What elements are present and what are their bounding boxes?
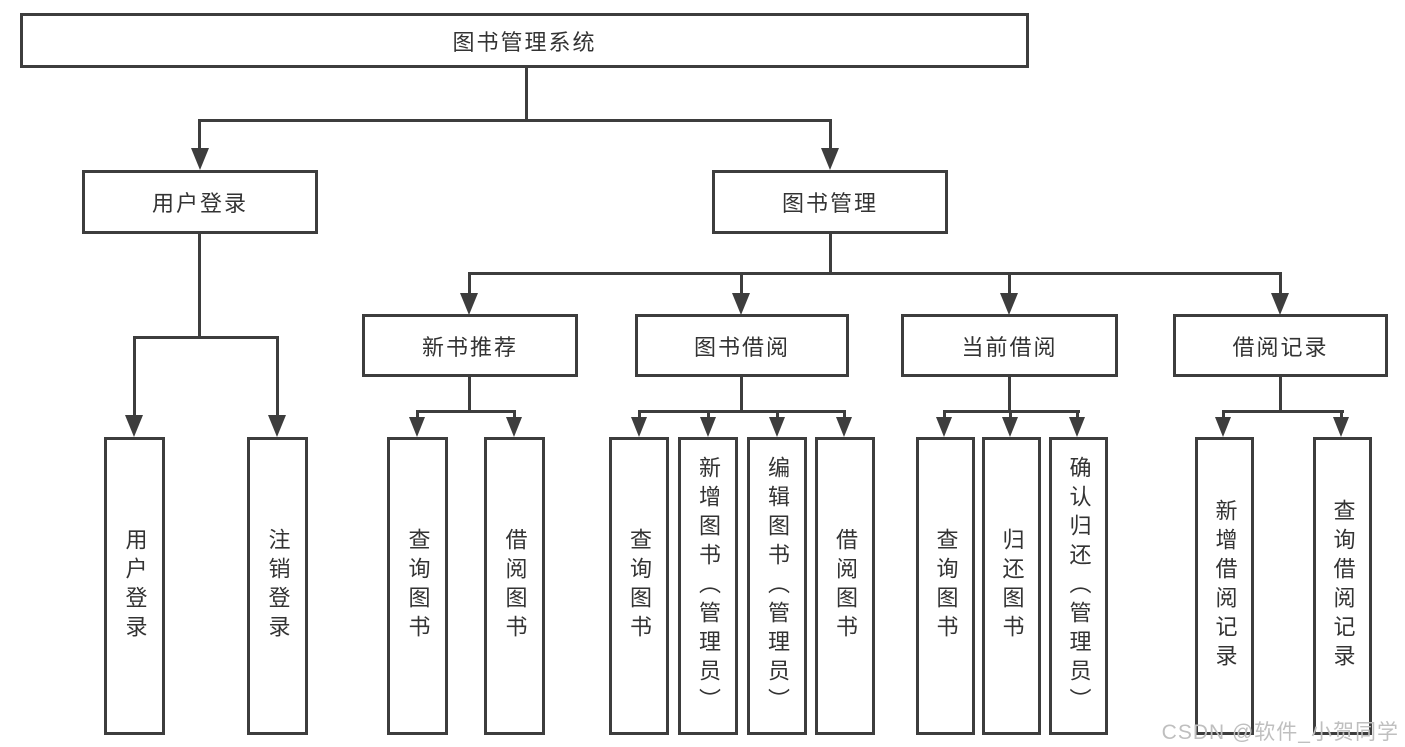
node-borrowing-records: 借阅记录 (1173, 314, 1388, 377)
connector-arrowhead (1002, 417, 1018, 437)
node-new-book-recommendation: 新书推荐 (362, 314, 578, 377)
connector-line (1009, 410, 1012, 420)
connector-line (638, 410, 846, 413)
node-label: 用户登录 (122, 528, 148, 644)
connector-arrowhead (268, 415, 286, 437)
csdn-watermark: CSDN @软件_小贺同学 (1161, 721, 1399, 744)
connector-arrowhead (936, 417, 952, 437)
connector-line (1222, 410, 1225, 420)
connector-line (133, 336, 279, 339)
connector-line (468, 376, 471, 412)
connector-line (416, 410, 516, 413)
connector-arrowhead (460, 293, 478, 315)
node-label: 注销登录 (265, 528, 291, 644)
node-book-management: 图书管理 (712, 170, 948, 234)
connector-line (1076, 410, 1079, 420)
connector-line (943, 410, 946, 420)
node-leaf-query-books-borrowing: 查询图书 (609, 437, 669, 735)
connector-line (513, 410, 516, 420)
connector-line (198, 119, 832, 122)
connector-line (638, 410, 641, 420)
connector-line (740, 376, 743, 412)
node-leaf-query-books-recommend: 查询图书 (387, 437, 448, 735)
connector-line (468, 272, 1282, 275)
connector-arrowhead (821, 148, 839, 170)
connector-line (740, 272, 743, 295)
connector-line (1279, 376, 1282, 412)
connector-arrowhead (732, 293, 750, 315)
connector-line (1279, 272, 1282, 295)
connector-line (1008, 376, 1011, 412)
connector-arrowhead (125, 415, 143, 437)
connector-line (276, 336, 279, 417)
connector-arrowhead (1271, 293, 1289, 315)
node-user-login: 用户登录 (82, 170, 318, 234)
connector-arrowhead (1000, 293, 1018, 315)
connector-arrowhead (631, 417, 647, 437)
node-label: 借阅图书 (502, 528, 528, 644)
connector-line (198, 233, 201, 338)
node-leaf-query-borrow-record: 查询借阅记录 (1313, 437, 1372, 735)
connector-line (525, 68, 528, 121)
node-leaf-add-books-admin: 新增图书（管理员） (678, 437, 738, 735)
node-leaf-borrow-books-recommend: 借阅图书 (484, 437, 545, 735)
node-label: 编辑图书（管理员） (765, 455, 790, 717)
node-label: 查询图书 (933, 528, 959, 644)
node-leaf-user-login: 用户登录 (104, 437, 165, 735)
connector-line (416, 410, 419, 420)
connector-arrowhead (700, 417, 716, 437)
connector-arrowhead (506, 417, 522, 437)
node-label: 确认归还（管理员） (1066, 455, 1092, 717)
connector-arrowhead (191, 148, 209, 170)
connector-arrowhead (836, 417, 852, 437)
node-label: 新增图书（管理员） (696, 455, 721, 717)
node-label: 查询图书 (405, 528, 431, 644)
node-label: 查询借阅记录 (1330, 499, 1356, 673)
connector-arrowhead (409, 417, 425, 437)
node-book-borrowing: 图书借阅 (635, 314, 849, 377)
node-label: 查询图书 (627, 528, 652, 644)
connector-line (1008, 272, 1011, 295)
connector-arrowhead (1333, 417, 1349, 437)
connector-line (707, 410, 710, 420)
connector-line (468, 272, 471, 295)
connector-line (829, 119, 832, 150)
node-label: 新增借阅记录 (1212, 499, 1238, 673)
node-leaf-edit-books-admin: 编辑图书（管理员） (747, 437, 807, 735)
connector-line (1340, 410, 1343, 420)
node-library-management-system: 图书管理系统 (20, 13, 1029, 68)
node-current-borrowing: 当前借阅 (901, 314, 1118, 377)
connector-arrowhead (1069, 417, 1085, 437)
connector-line (133, 336, 136, 417)
connector-line (198, 119, 201, 150)
connector-arrowhead (1215, 417, 1231, 437)
node-leaf-confirm-return-admin: 确认归还（管理员） (1049, 437, 1108, 735)
connector-line (829, 233, 832, 274)
connector-line (1222, 410, 1344, 413)
node-leaf-query-books-current: 查询图书 (916, 437, 975, 735)
connector-line (843, 410, 846, 420)
node-leaf-return-books: 归还图书 (982, 437, 1041, 735)
connector-arrowhead (769, 417, 785, 437)
node-leaf-add-borrow-record: 新增借阅记录 (1195, 437, 1254, 735)
node-leaf-borrow-books-borrowing: 借阅图书 (815, 437, 875, 735)
node-label: 借阅图书 (833, 528, 858, 644)
node-leaf-logout: 注销登录 (247, 437, 308, 735)
node-label: 归还图书 (999, 528, 1025, 644)
connector-line (776, 410, 779, 420)
